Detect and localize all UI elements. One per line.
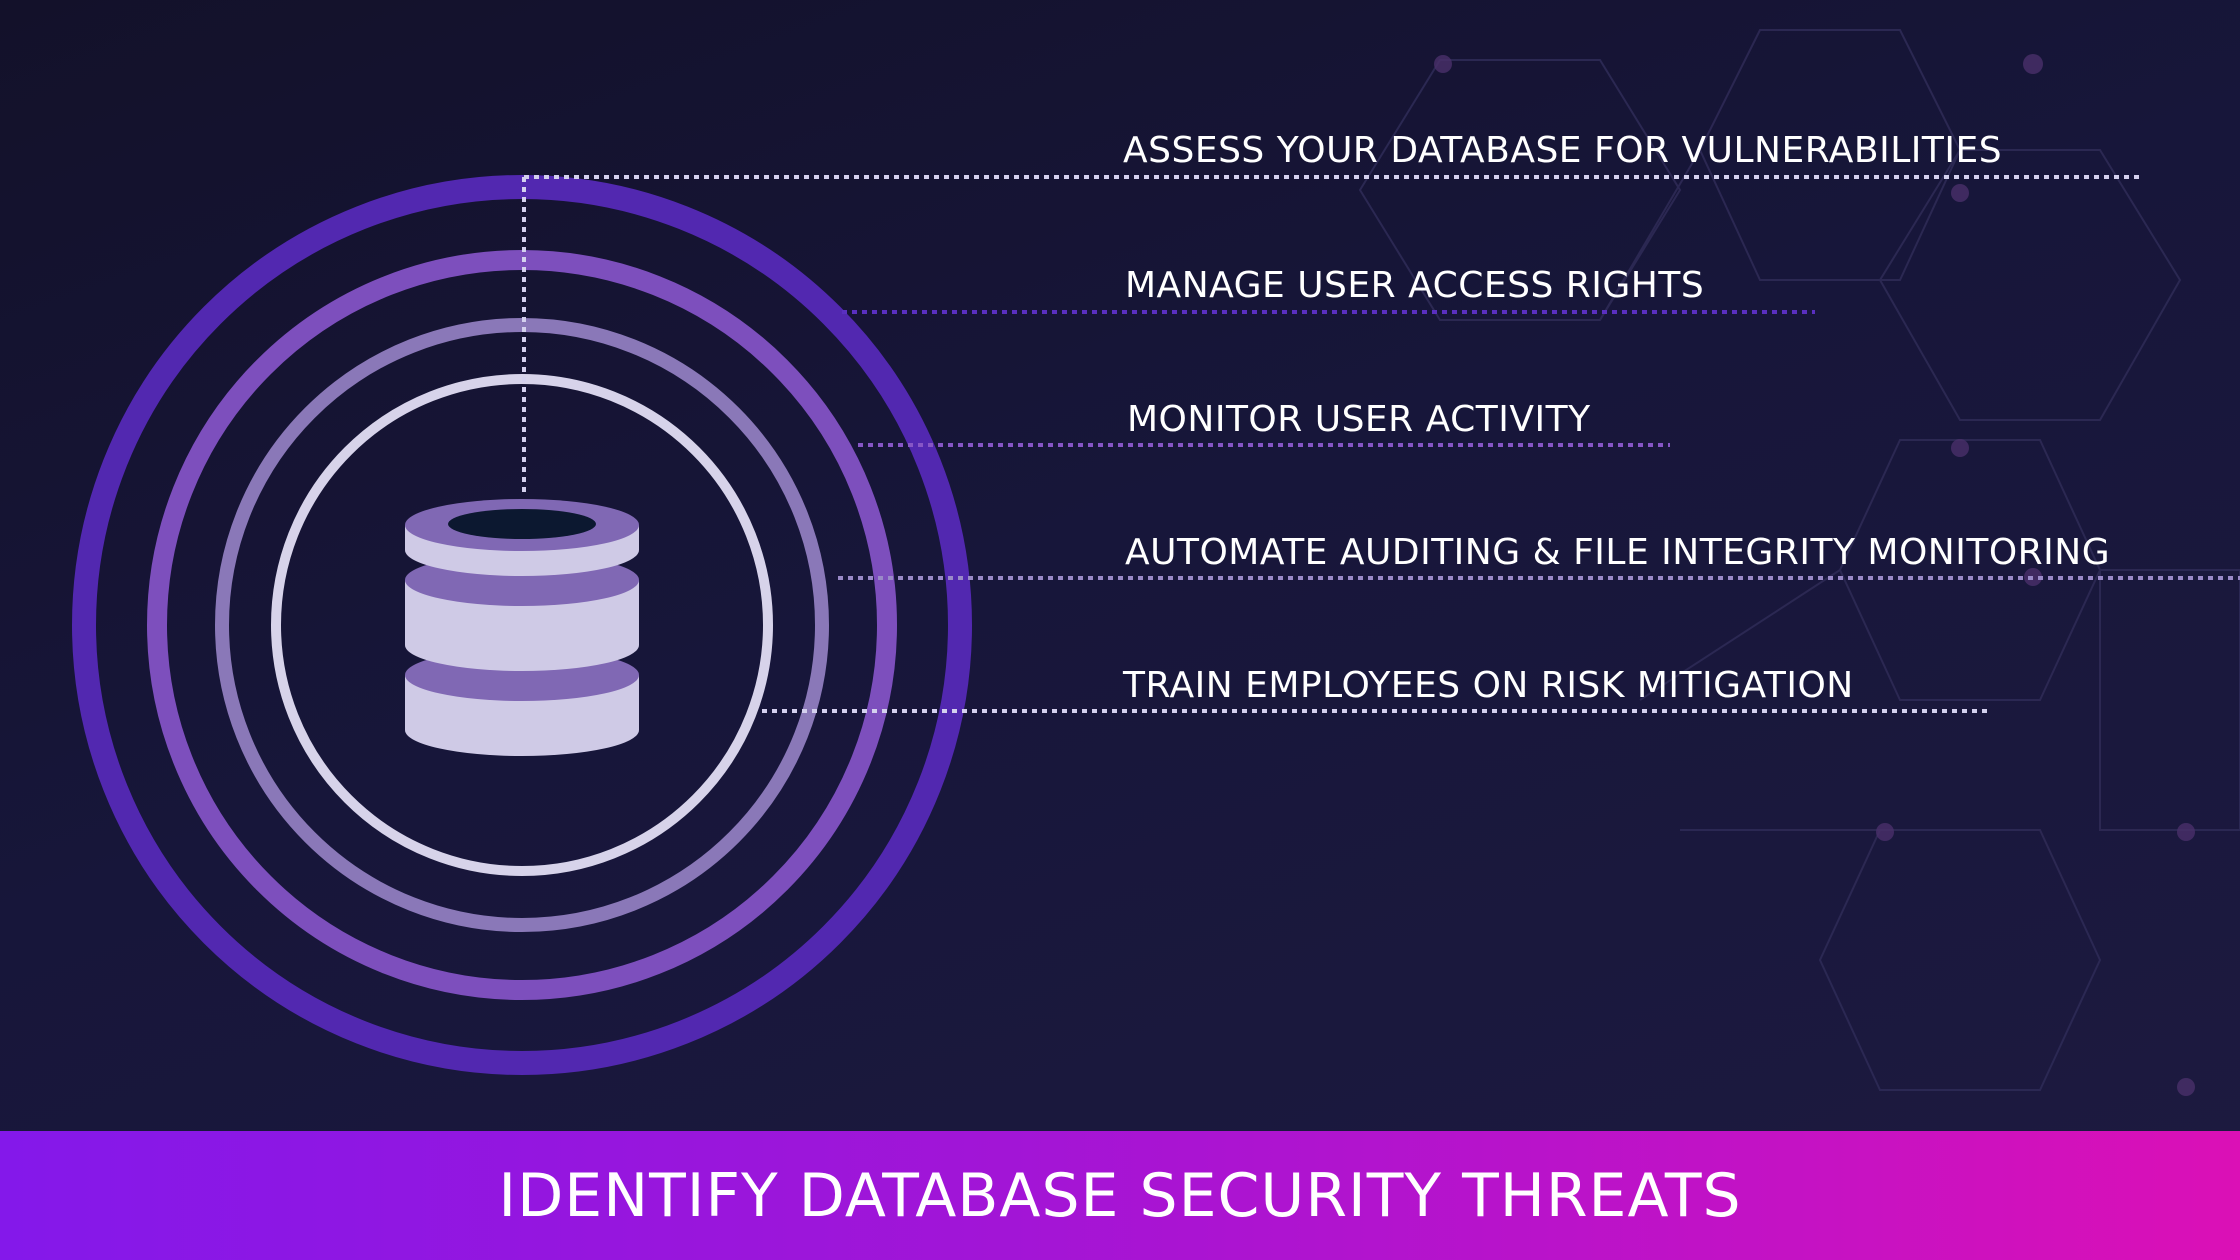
item-label-automate-auditing: AUTOMATE AUDITING & FILE INTEGRITY MONIT… bbox=[1125, 532, 2111, 573]
hexagon-network-background bbox=[1358, 29, 2240, 1096]
leader-line-1 bbox=[522, 175, 2140, 495]
item-label-assess: ASSESS YOUR DATABASE FOR VULNERABILITIES bbox=[1123, 130, 2003, 171]
item-label-monitor-activity: MONITOR USER ACTIVITY bbox=[1127, 399, 1591, 440]
database-icon bbox=[405, 499, 639, 756]
item-label-train-employees: TRAIN EMPLOYEES ON RISK MITIGATION bbox=[1123, 665, 1854, 706]
footer-title: IDENTIFY DATABASE SECURITY THREATS bbox=[498, 1160, 1742, 1231]
third-ring bbox=[215, 318, 829, 932]
item-label-manage-access: MANAGE USER ACCESS RIGHTS bbox=[1125, 265, 1705, 306]
footer-banner: IDENTIFY DATABASE SECURITY THREATS bbox=[0, 1131, 2240, 1260]
concentric-rings-diagram bbox=[72, 175, 2240, 1075]
